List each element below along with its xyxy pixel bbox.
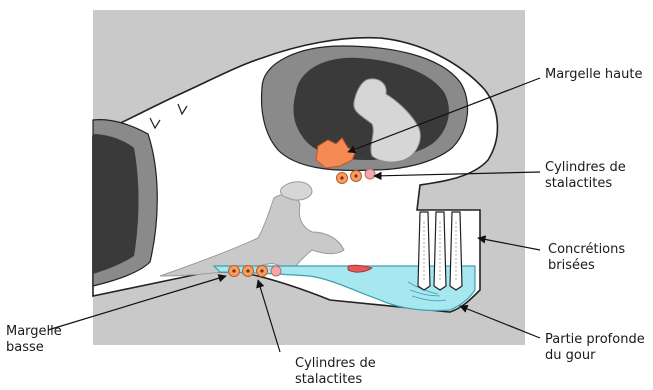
- label-partie-profonde: Partie profonde du gour: [545, 332, 645, 364]
- label-margelle-basse-line2: basse: [6, 340, 62, 356]
- label-partie-profonde-line2: du gour: [545, 348, 645, 364]
- label-concretions-line1: Concrétions: [548, 242, 625, 258]
- label-margelle-basse-line1: Margelle: [6, 324, 62, 340]
- label-concretions: Concrétions brisées: [548, 242, 625, 274]
- label-cylindres-bas-line1: Cylindres de: [295, 356, 376, 372]
- lower-cylinder-4: [271, 266, 281, 276]
- label-concretions-line2: brisées: [548, 258, 625, 274]
- label-cylindres-haut-line1: Cylindres de: [545, 160, 626, 176]
- label-margelle-haute: Margelle haute: [545, 67, 642, 83]
- label-cylindres-haut-line2: stalactites: [545, 176, 626, 192]
- broken-concretions: [418, 212, 462, 290]
- label-cylindres-bas-line2: stalactites: [295, 372, 376, 388]
- label-partie-profonde-line1: Partie profonde: [545, 332, 645, 348]
- upper-cylinder-3: [365, 169, 375, 179]
- label-cylindres-bas: Cylindres de stalactites: [295, 356, 376, 388]
- label-margelle-basse: Margelle basse: [6, 324, 62, 356]
- left-gallery-void: [93, 134, 139, 274]
- label-cylindres-haut: Cylindres de stalactites: [545, 160, 626, 192]
